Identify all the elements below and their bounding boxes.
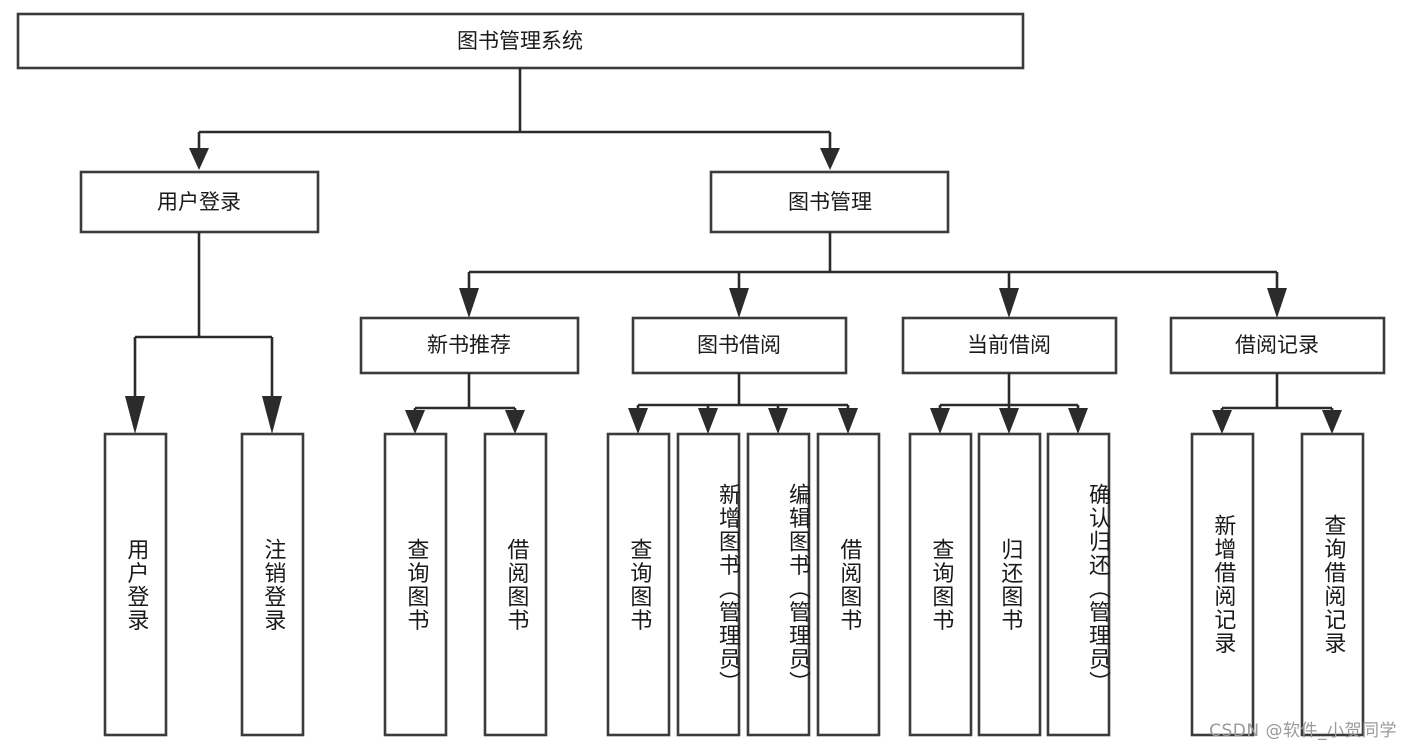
user-login-box[interactable] xyxy=(79,170,320,234)
connector-current-borrow-to-leaves xyxy=(930,373,1088,434)
arrow-head-leaf-add-book xyxy=(698,408,718,434)
leaf-box-return-book[interactable] xyxy=(977,432,1042,737)
arrow-head-to-new-book xyxy=(459,288,479,318)
connector-new-book-to-leaves xyxy=(405,373,525,434)
current-borrow-box[interactable] xyxy=(901,316,1118,375)
leaf-box-add-book[interactable] xyxy=(676,432,741,737)
node-book-borrow[interactable]: 图书借阅 xyxy=(631,316,848,375)
arrow-head-leaf-query-book-1 xyxy=(405,410,425,434)
leaf-box-user-login[interactable] xyxy=(103,432,168,737)
node-root[interactable]: 图书管理系统 xyxy=(16,12,1025,70)
leaf-box-borrow-book-1[interactable] xyxy=(483,432,548,737)
new-book-recommend-label: 新书推荐 xyxy=(427,333,511,357)
arrow-head-leaf-query-book-3 xyxy=(930,408,950,434)
new-book-recommend-box[interactable] xyxy=(359,316,580,375)
arrow-head-to-borrow-record xyxy=(1267,288,1287,318)
arrow-head-leaf-borrow-book-1 xyxy=(505,410,525,434)
leaf-box-query-book-3[interactable] xyxy=(908,432,973,737)
connector-book-management-to-level3 xyxy=(459,232,1287,318)
book-management-label: 图书管理 xyxy=(788,190,872,214)
arrow-head-to-book-management xyxy=(820,148,840,170)
arrow-head-to-current-borrow xyxy=(999,288,1019,318)
arrow-head-leaf-edit-book xyxy=(768,408,788,434)
node-user-login[interactable]: 用户登录 xyxy=(79,170,320,234)
connector-book-borrow-to-leaves xyxy=(628,373,858,434)
node-current-borrow[interactable]: 当前借阅 xyxy=(901,316,1118,375)
arrow-head-leaf-query-book-2 xyxy=(628,408,648,434)
leaf-box-query-book-2[interactable] xyxy=(606,432,671,737)
connector-root-to-level2 xyxy=(189,68,840,170)
leaf-box-borrow-book-2[interactable] xyxy=(816,432,881,737)
arrow-head-to-user-login xyxy=(189,148,209,170)
leaf-box-confirm-return[interactable] xyxy=(1046,432,1111,737)
arrow-head-leaf-confirm-return xyxy=(1068,408,1088,434)
leaf-box-query-book-1[interactable] xyxy=(383,432,448,737)
watermark-text: CSDN @软件_小贺同学 xyxy=(1209,721,1397,741)
arrow-head-leaf-user-login xyxy=(125,396,145,434)
leaf-box-logout[interactable] xyxy=(240,432,305,737)
leaf-box-add-record[interactable] xyxy=(1190,432,1255,737)
root-label: 图书管理系统 xyxy=(457,29,583,53)
arrow-head-leaf-add-record xyxy=(1212,410,1232,434)
borrow-record-label: 借阅记录 xyxy=(1235,333,1319,357)
node-new-book-recommend[interactable]: 新书推荐 xyxy=(359,316,580,375)
node-borrow-record[interactable]: 借阅记录 xyxy=(1169,316,1386,375)
book-borrow-label: 图书借阅 xyxy=(697,333,781,357)
connector-borrow-record-to-leaves xyxy=(1212,373,1342,434)
arrow-head-leaf-query-record xyxy=(1322,410,1342,434)
arrow-head-leaf-logout xyxy=(262,396,282,434)
root-box[interactable] xyxy=(16,12,1025,70)
user-login-label: 用户登录 xyxy=(157,190,241,214)
arrow-head-leaf-return-book xyxy=(999,408,1019,434)
connector-user-login-to-leaves xyxy=(125,232,282,434)
current-borrow-label: 当前借阅 xyxy=(967,333,1051,357)
leaf-box-edit-book[interactable] xyxy=(746,432,811,737)
leaf-box-query-record[interactable] xyxy=(1300,432,1365,737)
arrow-head-to-book-borrow xyxy=(729,288,749,318)
node-book-management[interactable]: 图书管理 xyxy=(709,170,950,234)
arrow-head-leaf-borrow-book-2 xyxy=(838,408,858,434)
